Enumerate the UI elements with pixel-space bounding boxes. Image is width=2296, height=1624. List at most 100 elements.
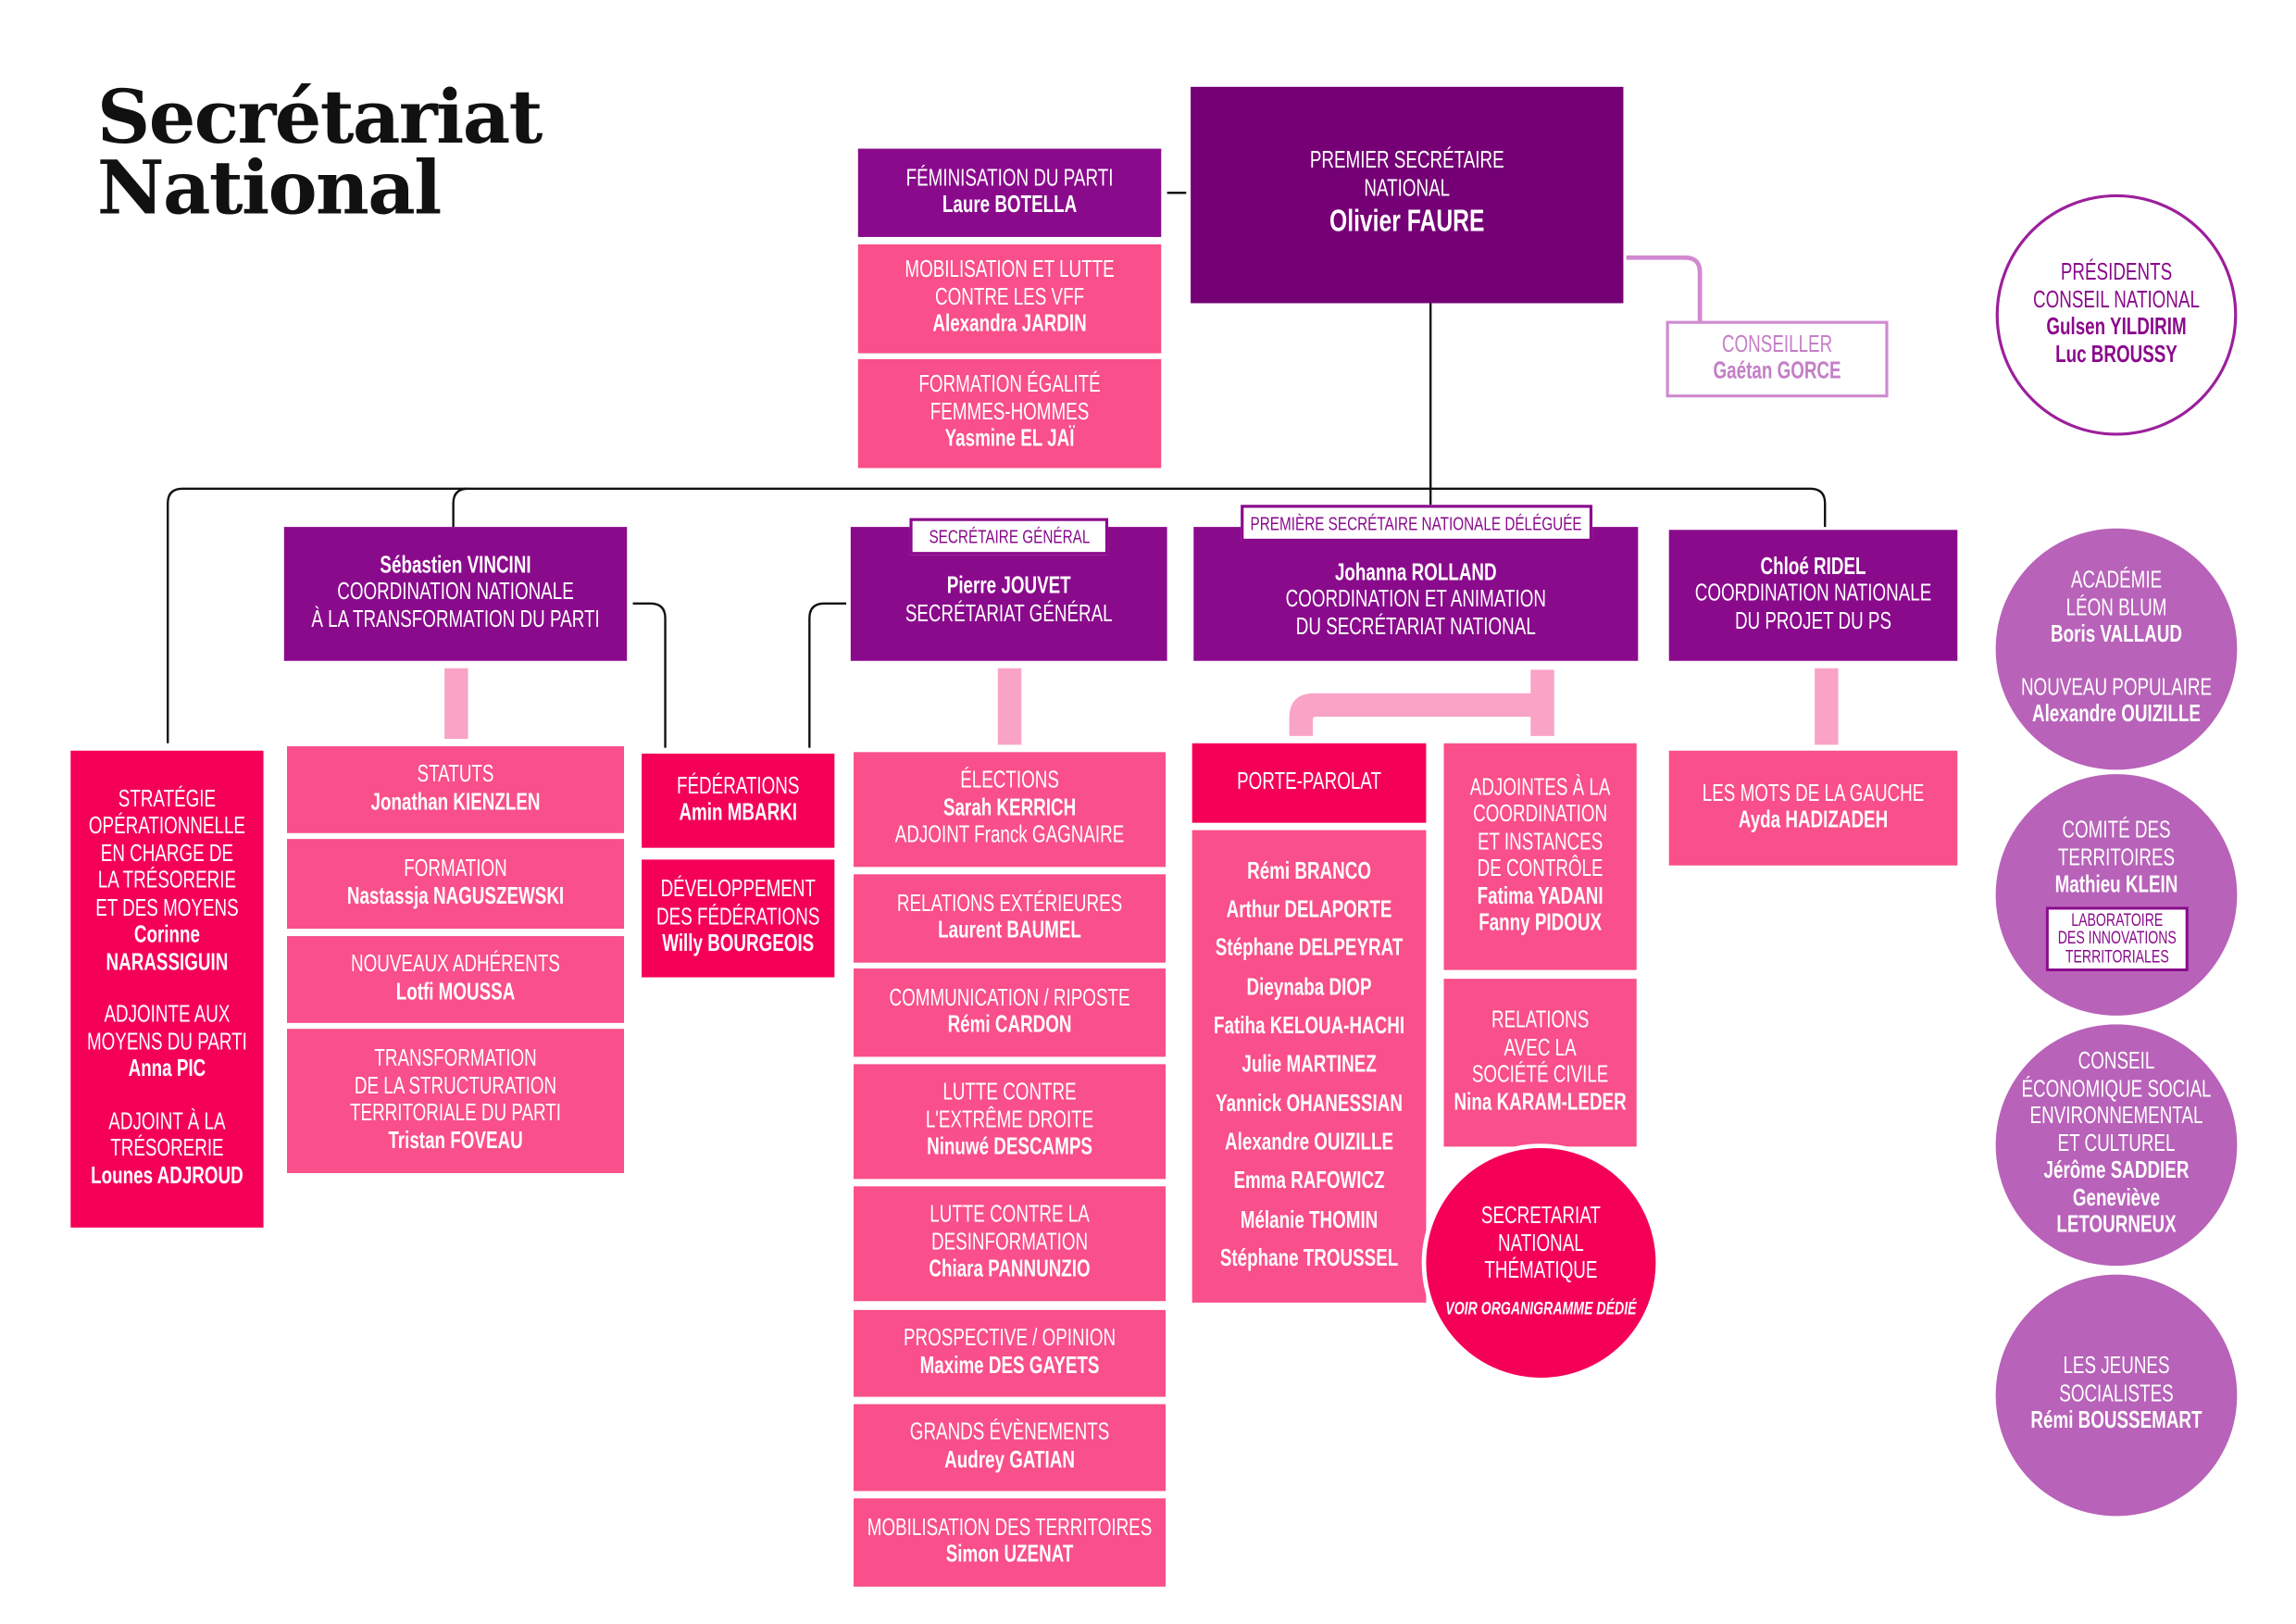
role-label: PORTE-PAROLAT — [1237, 769, 1381, 795]
porte-parolat-box: PORTE-PAROLAT — [1192, 743, 1427, 823]
role-label: PRÉSIDENTS — [2060, 260, 2173, 286]
person-name: Emma RAFOWICZ — [1233, 1168, 1385, 1194]
role-label: DES FÉDÉRATIONS — [656, 905, 820, 931]
connector-main-horizontal — [167, 487, 1827, 743]
role-label: FÉMINISATION DU PARTI — [905, 165, 1114, 191]
person-name: Fatiha KELOUA-HACHI — [1214, 1014, 1405, 1040]
person-name: Johanna ROLLAND — [1334, 560, 1497, 586]
role-label: COMITÉ DES — [2062, 818, 2171, 843]
role-label: SECRÉTARIAT GÉNÉRAL — [905, 601, 1113, 627]
role-label: THÉMATIQUE — [1484, 1258, 1598, 1284]
person-name: Gulsen YILDIRIM — [2046, 315, 2187, 341]
person-name: Rémi BRANCO — [1247, 859, 1371, 885]
role-label: RELATIONS — [1491, 1007, 1590, 1033]
role-label: DES INNOVATIONS — [2056, 927, 2177, 949]
role-label: OPÉRATIONNELLE — [88, 814, 245, 840]
role-label: NATIONAL — [1498, 1230, 1584, 1256]
role-label: PROSPECTIVE / OPINION — [904, 1326, 1117, 1352]
tag-label: PREMIÈRE SECRÉTAIRE NATIONALE DÉLÉGUÉE — [1251, 512, 1583, 535]
person-name: Pierre JOUVET — [946, 573, 1071, 600]
role-label: COORDINATION NATIONALE — [1694, 581, 1932, 607]
person-name: Jonathan KIENZLEN — [370, 789, 541, 815]
person-name: Rémi CARDON — [947, 1012, 1072, 1038]
person-name: Boris VALLAUD — [2051, 622, 2182, 648]
role-label: MOBILISATION ET LUTTE — [905, 257, 1115, 283]
role-label: ADJOINT Franck GAGNAIRE — [894, 823, 1125, 849]
connector-jouvet-federations — [808, 602, 847, 748]
person-name: Ninuwé DESCAMPS — [927, 1135, 1092, 1161]
role-label: FORMATION — [404, 856, 507, 882]
person-name: Simon UZENAT — [945, 1543, 1074, 1568]
person-name: Jérôme SADDIER — [2043, 1158, 2190, 1184]
role-label: STRATÉGIE — [118, 787, 217, 813]
connector-vincini — [452, 487, 468, 528]
role-label: GRANDS ÉVÈNEMENTS — [909, 1420, 1110, 1446]
person-name: Sarah KERRICH — [942, 795, 1077, 821]
role-label: AVEC LA — [1504, 1035, 1577, 1061]
role-label: ADJOINTE AUX — [104, 1002, 231, 1029]
role-label: ADJOINT À LA — [108, 1109, 226, 1135]
person-name: Stéphane TROUSSEL — [1219, 1246, 1399, 1272]
role-label: SOCIALISTES — [2059, 1381, 2174, 1407]
role-label: DESINFORMATION — [931, 1230, 1089, 1255]
person-name: Gaétan GORCE — [1713, 358, 1841, 384]
person-name: Chiara PANNUNZIO — [929, 1257, 1091, 1283]
role-label: SECRETARIAT — [1480, 1204, 1601, 1230]
person-name: Laurent BAUMEL — [938, 918, 1081, 943]
secretaire-general-tag: SECRÉTAIRE GÉNÉRAL — [909, 518, 1109, 556]
role-label: ADJOINTES À LA — [1469, 774, 1611, 801]
person-name: Anna PIC — [128, 1056, 206, 1082]
role-label: SOCIÉTÉ CIVILE — [1471, 1062, 1609, 1088]
role-label: EN CHARGE DE — [100, 841, 234, 867]
role-label: ÉLECTIONS — [960, 768, 1059, 794]
title-line-2: National — [96, 144, 442, 231]
person-name: LETOURNEUX — [2056, 1213, 2177, 1239]
role-label: ET INSTANCES — [1477, 829, 1603, 855]
role-label: STATUTS — [417, 762, 494, 788]
person-name: Dieynaba DIOP — [1246, 975, 1372, 1001]
connector-conseiller — [1626, 255, 1703, 321]
role-label: TERRITOIRES — [2057, 845, 2176, 871]
title-line-1: Secrétariat — [96, 73, 543, 161]
role-label: DU PROJET DU PS — [1734, 608, 1892, 634]
role-label: NOUVEAUX ADHÉRENTS — [351, 952, 560, 978]
page-title: Secrétariat National — [96, 73, 543, 231]
role-label: LUTTE CONTRE LA — [930, 1203, 1090, 1229]
role-label: COORDINATION NATIONALE — [337, 580, 574, 606]
role-label: TERRITORIALES — [2065, 945, 2168, 968]
role-label: À LA TRANSFORMATION DU PARTI — [311, 607, 600, 633]
role-label: NOUVEAU POPULAIRE — [2020, 675, 2213, 701]
role-label: LUTTE CONTRE — [942, 1081, 1077, 1106]
role-label: TRÉSORERIE — [110, 1136, 224, 1162]
person-name: Fatima YADANI — [1477, 883, 1603, 909]
role-label: CONTRE LES VFF — [935, 285, 1085, 311]
person-name: Alexandra JARDIN — [932, 312, 1087, 338]
person-name: Luc BROUSSY — [2055, 342, 2177, 368]
person-name: Alexandre OUIZILLE — [1225, 1130, 1394, 1156]
person-name: Laure BOTELLA — [942, 193, 1078, 219]
role-label: DU SECRÉTARIAT NATIONAL — [1295, 615, 1536, 641]
person-name: Geneviève — [2072, 1185, 2161, 1211]
note-text: VOIR ORGANIGRAMME DÉDIÉ — [1445, 1297, 1637, 1318]
connector-rolland-children — [1289, 669, 1554, 736]
person-name: Alexandre OUIZILLE — [2031, 702, 2201, 728]
person-name: Lotfi MOUSSA — [395, 979, 516, 1005]
person-name: Fanny PIDOUX — [1479, 911, 1603, 937]
